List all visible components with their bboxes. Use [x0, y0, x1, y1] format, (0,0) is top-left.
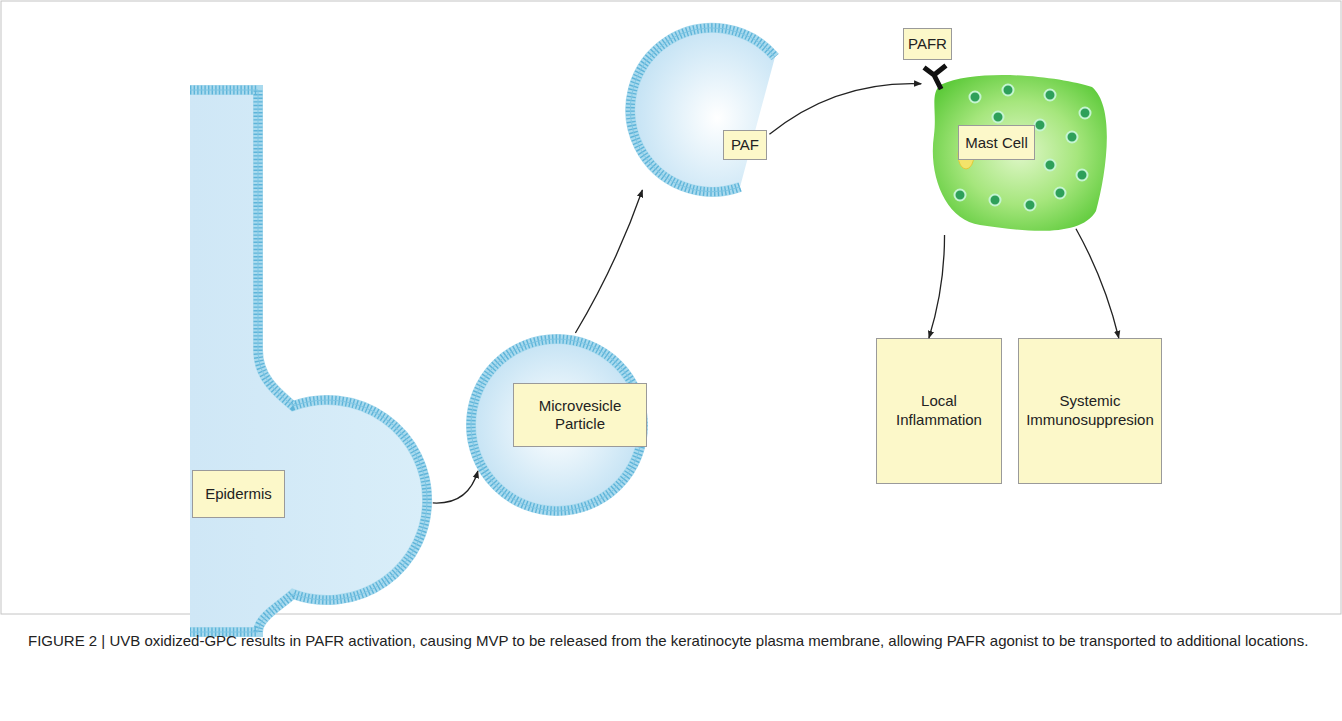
- epidermis-membrane: Epidermis: [188, 88, 434, 634]
- mast-cell: PAFR Mast Cell: [900, 25, 1112, 235]
- flow-arrow: [433, 471, 478, 503]
- label-box: Microvesicle Particle: [513, 383, 647, 447]
- flow-arrow: [929, 235, 945, 338]
- label-box: Mast Cell: [958, 125, 1035, 160]
- outcome-label: Systemic Immunosuppresion: [1025, 392, 1155, 430]
- flow-arrow: [575, 190, 642, 333]
- label-box: PAFR: [903, 28, 952, 60]
- open-vesicle: PAF: [625, 23, 799, 197]
- flow-arrow: [769, 84, 921, 135]
- label-box: Epidermis: [192, 470, 285, 518]
- outcome-label: Local Inflammation: [883, 392, 995, 430]
- open-vesicle-outline: [625, 23, 799, 197]
- epidermis-membrane-outline: [188, 88, 434, 634]
- figure-caption: FIGURE 2 | UVB oxidized-GPC results in P…: [28, 630, 1318, 652]
- label-box: PAF: [723, 130, 767, 160]
- microvesicle-circle: Microvesicle Particle: [465, 333, 649, 517]
- flow-arrow: [1076, 229, 1119, 338]
- outcome-box: Local Inflammation: [876, 338, 1002, 484]
- outcome-box: Systemic Immunosuppresion: [1018, 338, 1162, 484]
